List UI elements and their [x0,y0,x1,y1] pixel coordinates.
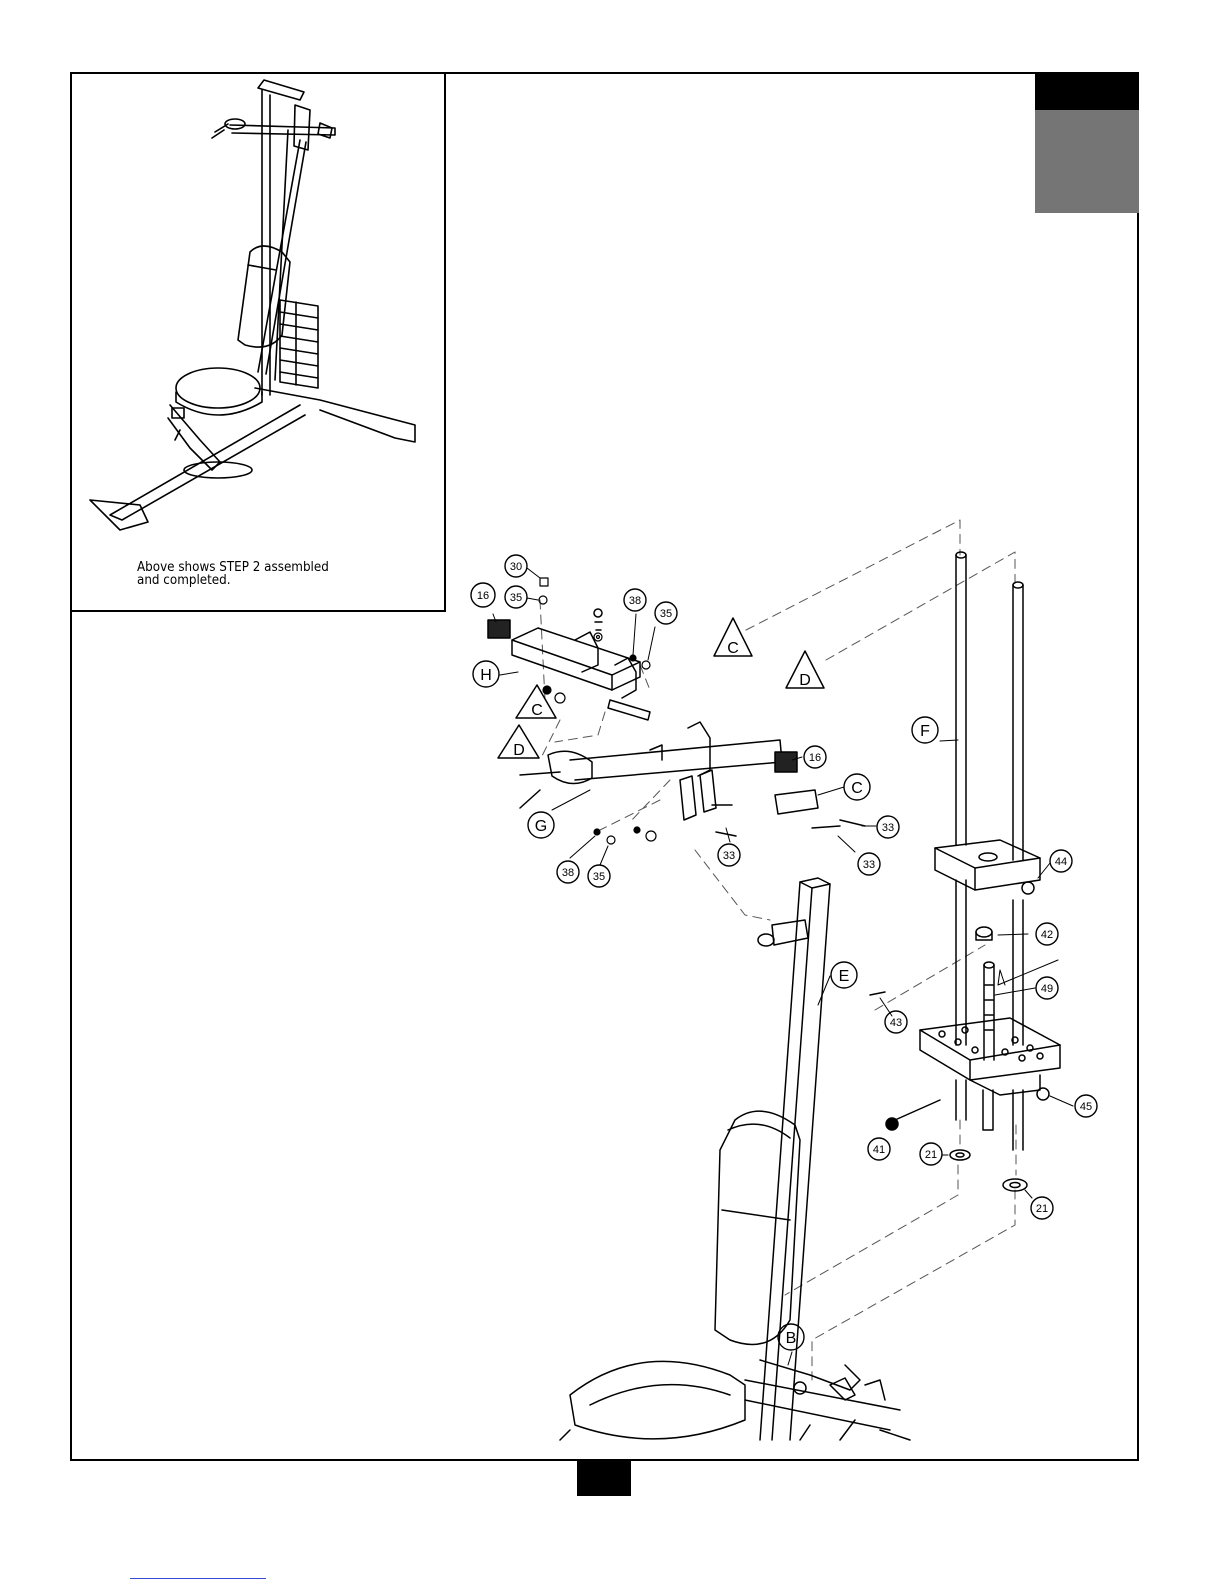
label-49: 49 [1041,983,1053,995]
label-43: 43 [890,1017,902,1029]
label-38: 38 [629,595,641,607]
label-C: C [727,640,739,657]
label-21: 21 [1036,1203,1048,1215]
part-44-top-plate [935,840,1040,894]
part-H-assembly [488,609,650,720]
part-45-bottom-plate [920,1018,1060,1130]
label-D: D [513,742,525,759]
label-44: 44 [1055,856,1067,868]
label-E: E [839,968,850,985]
label-33: 33 [882,822,894,834]
label-21: 21 [925,1149,937,1161]
label-F: F [920,723,930,740]
footer-link[interactable] [130,1578,266,1579]
label-45: 45 [1080,1101,1092,1113]
label-35: 35 [593,871,605,883]
label-35: 35 [510,592,522,604]
label-C: C [851,780,863,797]
part-41-pin [886,1100,940,1130]
label-30: 30 [510,561,522,573]
caption-line-2: and completed. [137,574,329,587]
part-F-guide-rods [956,552,1023,1150]
label-33: 33 [723,850,735,862]
leader-lines [493,568,1073,1365]
hardware [539,578,656,844]
label-42: 42 [1041,929,1053,941]
label-H: H [480,667,492,684]
label-C: C [531,702,543,719]
label-G: G [535,818,547,835]
guide-lines [540,520,1016,1380]
part-E-upright [560,878,910,1440]
label-16: 16 [477,590,489,602]
part-21-washers [950,1150,1027,1191]
label-B: B [786,1330,797,1347]
label-16: 16 [809,752,821,764]
part-49-selector-rod [976,927,994,1060]
inset-caption: Above shows STEP 2 assembled and complet… [137,561,329,587]
label-35: 35 [660,608,672,620]
label-41: 41 [873,1144,885,1156]
label-33: 33 [863,859,875,871]
label-D: D [799,672,811,689]
completed-step-inset [70,72,446,612]
part-43-pin [870,992,885,995]
label-38: 38 [562,867,574,879]
page-number-block [577,1461,631,1496]
